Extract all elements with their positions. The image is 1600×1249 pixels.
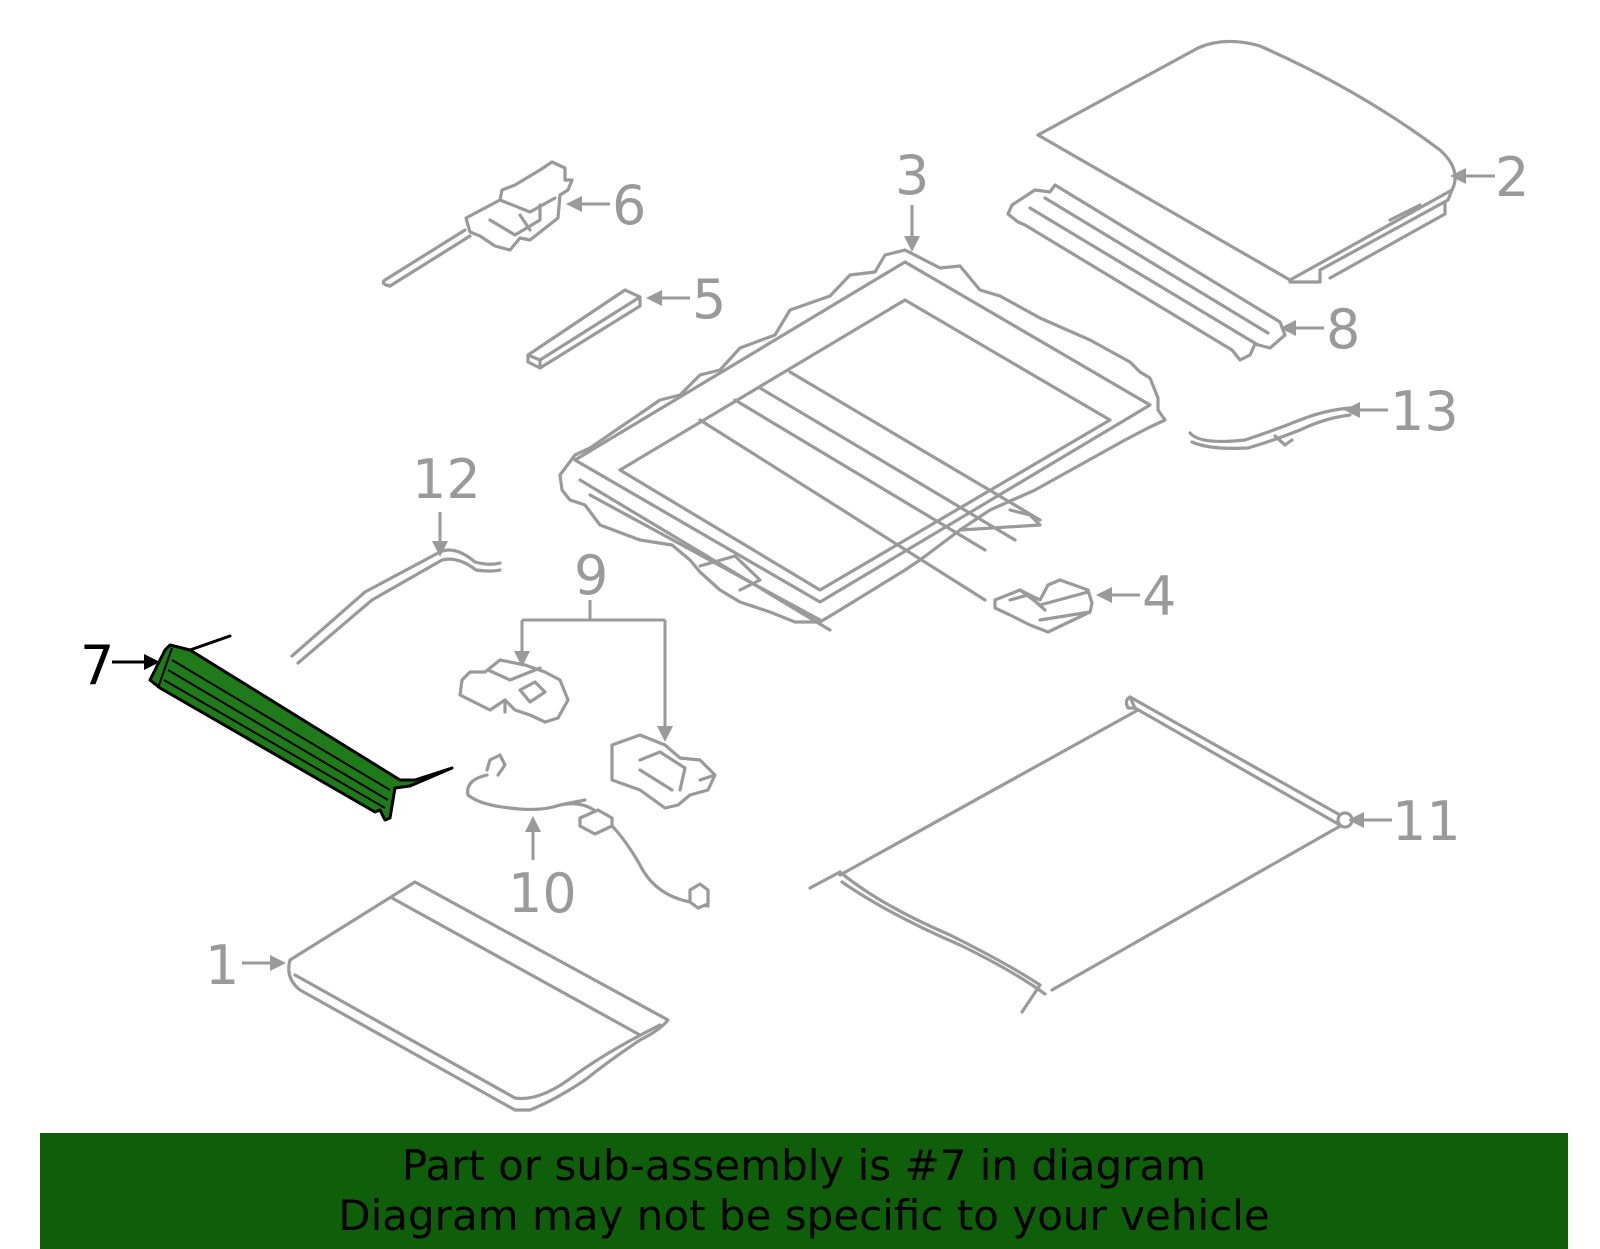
callout-7[interactable]: 7 (80, 634, 114, 697)
part-10-wire-harness[interactable] (466, 753, 710, 910)
part-6-motor[interactable] (381, 160, 574, 288)
part-5-seal-strip[interactable] (526, 288, 642, 370)
part-8-deflector[interactable] (1006, 183, 1287, 362)
part-2-glass-panel[interactable] (1036, 39, 1457, 284)
part-4-bracket[interactable] (993, 578, 1094, 634)
callout-3[interactable]: 3 (895, 144, 929, 207)
callout-13[interactable]: 13 (1390, 380, 1459, 443)
callout-labels: 2 3 6 5 8 13 12 9 4 7 11 10 1 (80, 144, 1529, 997)
callout-2[interactable]: 2 (1495, 146, 1529, 209)
part-3-frame[interactable] (558, 248, 1167, 632)
part-1-glass-panel[interactable] (287, 880, 670, 1112)
banner-line-2: Diagram may not be specific to your vehi… (338, 1191, 1270, 1240)
callout-9[interactable]: 9 (574, 544, 608, 607)
part-11-sunshade[interactable] (808, 695, 1354, 1014)
part-9-motor-b[interactable] (610, 733, 717, 810)
leader-lines (112, 168, 1495, 971)
part-7-wind-deflector[interactable] (148, 634, 454, 822)
part-9-motor-a[interactable] (458, 658, 570, 724)
callout-6[interactable]: 6 (612, 174, 646, 237)
callout-8[interactable]: 8 (1326, 298, 1360, 361)
part-12-drain-hose[interactable] (290, 548, 502, 665)
info-banner: Part or sub-assembly is #7 in diagram Di… (40, 1133, 1568, 1249)
callout-5[interactable]: 5 (692, 268, 726, 331)
callout-11[interactable]: 11 (1392, 790, 1461, 853)
callout-1[interactable]: 1 (205, 934, 239, 997)
callout-10[interactable]: 10 (508, 862, 577, 925)
banner-line-1: Part or sub-assembly is #7 in diagram (401, 1141, 1207, 1190)
callout-12[interactable]: 12 (412, 448, 481, 511)
part-13-drain-hose[interactable] (1188, 406, 1352, 450)
callout-4[interactable]: 4 (1142, 565, 1176, 628)
